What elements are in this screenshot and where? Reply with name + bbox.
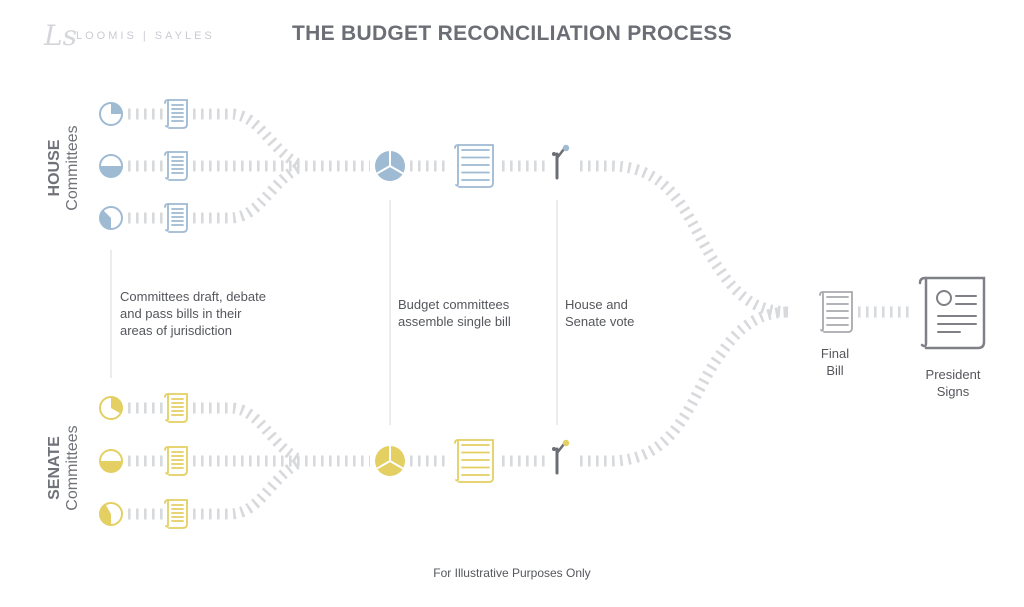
house-budget-pie-icon — [375, 151, 405, 181]
final-bill-label: Final Bill — [820, 346, 850, 378]
house-bill-icon-1 — [164, 99, 188, 129]
flow-connectors — [128, 108, 910, 520]
house-label-line2: Committees — [64, 125, 81, 211]
senate-label-line1: SENATE — [46, 436, 63, 500]
house-label-line1: HOUSE — [46, 139, 63, 197]
logo-mark: Ls — [44, 19, 77, 52]
dash-house-merge — [580, 160, 791, 318]
senate-pie-icon-3 — [99, 502, 123, 526]
dash-senate-1b — [193, 402, 303, 465]
president-signed-certificate-icon — [918, 276, 986, 350]
senate-bill-icon-1 — [164, 393, 188, 423]
house-pie-icon-3 — [99, 206, 123, 230]
senate-assembled-bill-icon — [454, 439, 494, 483]
footer-note: For Illustrative Purposes Only — [433, 566, 591, 580]
dash-house-3b — [193, 162, 303, 224]
page-title: THE BUDGET RECONCILIATION PROCESS — [291, 22, 733, 45]
senate-bill-icon-2 — [164, 446, 188, 476]
house-pie-icon-2 — [99, 154, 123, 178]
senate-budget-pie-icon — [375, 446, 405, 476]
senate-pie-icon-2 — [99, 449, 123, 473]
senate-bill-icon-3 — [164, 499, 188, 529]
desc-committees: Committees draft, debate and pass bills … — [120, 289, 266, 338]
dash-senate-merge — [580, 306, 791, 467]
dash-senate-3b — [193, 457, 303, 520]
dash-house-1b — [193, 108, 303, 170]
icons — [99, 99, 986, 529]
house-committees-label: HOUSE Committees — [46, 108, 82, 228]
house-assembled-bill-icon — [454, 144, 494, 188]
senate-pie-icon-1 — [99, 396, 123, 420]
president-signs-label: President Signs — [925, 367, 981, 399]
desc-vote: House and Senate vote — [565, 297, 635, 329]
house-bill-icon-3 — [164, 203, 188, 233]
senate-vote-icon — [552, 439, 570, 475]
house-vote-icon — [552, 144, 570, 180]
desc-budget: Budget committees assemble single bill — [398, 297, 511, 329]
senate-committees-label: SENATE Committees — [46, 408, 82, 528]
logo-text: LOOMIS | SAYLES — [76, 30, 215, 42]
house-pie-icon-1 — [99, 102, 123, 126]
final-bill-icon — [819, 291, 853, 333]
senate-label-line2: Committees — [64, 425, 81, 511]
house-bill-icon-2 — [164, 151, 188, 181]
